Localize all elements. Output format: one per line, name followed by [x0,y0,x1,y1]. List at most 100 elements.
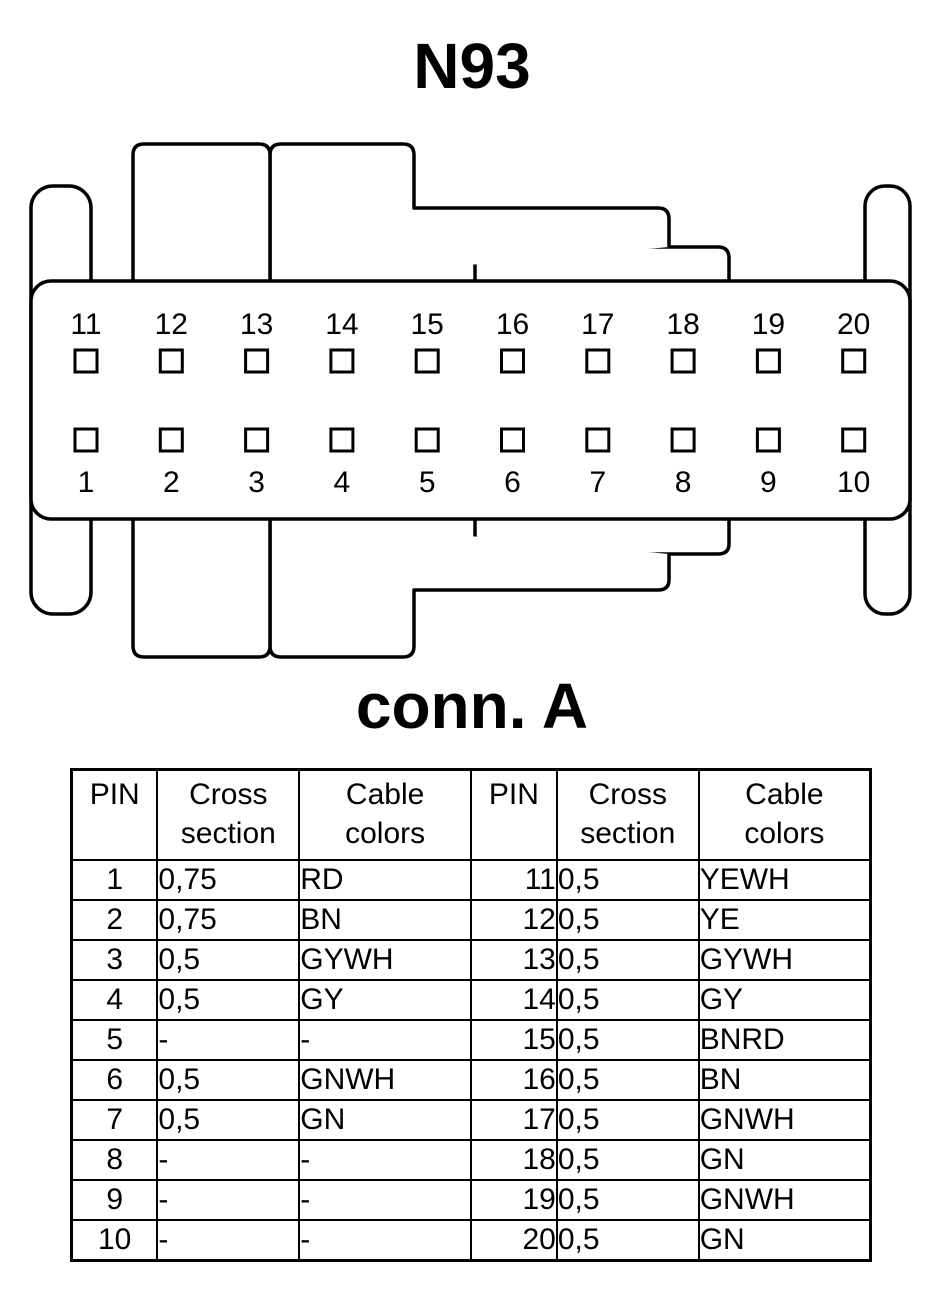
pin-socket [755,427,781,453]
pin-label: 2 [163,466,180,499]
pin-label: 1 [78,466,95,499]
pin-socket [329,348,355,374]
cross-section: 0,5 [555,1099,700,1141]
pin-number: 1 [70,859,159,901]
pin-socket [414,427,440,453]
connector-body [29,279,912,521]
cable-color: GN [697,1219,872,1262]
pin-number: 11 [469,859,558,901]
pin-number: 6 [70,1059,159,1101]
cross-section: 0,5 [555,1139,700,1181]
pin-number: 17 [469,1099,558,1141]
pin-socket [500,348,525,374]
pin-socket [585,427,611,453]
cable-color: GYWH [697,939,872,981]
table-row: 4 0,5 GY 14 0,5 GY [70,979,872,1021]
pin-socket [244,427,270,453]
pin-label: 16 [496,308,529,341]
cross-section: 0,5 [555,979,700,1021]
pin-socket [158,427,184,453]
pin-label: 4 [334,466,351,499]
cross-section: - [156,1019,301,1061]
pin-socket [158,348,184,374]
cross-section: - [156,1219,301,1262]
pin-number: 15 [469,1019,558,1061]
pin-number: 7 [70,1099,159,1141]
pin-label: 12 [155,308,188,341]
top-ridge-step [268,142,671,283]
pin-socket [585,348,611,374]
cross-section: 0,5 [555,1019,700,1061]
cable-color: - [298,1019,472,1061]
cable-color: - [298,1139,472,1181]
pin-socket [73,348,99,374]
table-row: 6 0,5 GNWH 16 0,5 BN [70,1059,872,1101]
pin-socket [670,427,696,453]
pin-number: 14 [469,979,558,1021]
table-row: 10 - - 20 0,5 GN [70,1219,872,1262]
pin-label: 5 [419,466,436,499]
table-row: 5 - - 15 0,5 BNRD [70,1019,872,1061]
table-row: 3 0,5 GYWH 13 0,5 GYWH [70,939,872,981]
cable-color: YE [697,899,872,941]
cross-section: 0,5 [555,859,700,901]
cable-color: GNWH [298,1059,472,1101]
cable-color: - [298,1219,472,1262]
pin-number: 3 [70,939,159,981]
pin-number: 8 [70,1139,159,1181]
bottom-ridge-left [131,518,272,659]
pin-label: 18 [666,308,699,341]
cross-section: 0,5 [555,939,700,981]
pin-number: 12 [469,899,558,941]
pin-label: 3 [248,466,265,499]
pin-number: 13 [469,939,558,981]
cross-section: 0,75 [156,899,301,941]
cross-section: - [156,1139,301,1181]
pin-number: 2 [70,899,159,941]
cable-color: GYWH [298,939,472,981]
table-row: 8 - - 18 0,5 GN [70,1139,872,1181]
cross-section: 0,5 [156,1059,301,1101]
pin-label: 14 [325,308,358,341]
top-ridge-left [131,142,272,283]
header-pin: PIN [469,768,558,861]
component-title: N93 [413,30,531,102]
cross-section: 0,5 [156,979,301,1021]
cross-section: 0,75 [156,859,301,901]
pin-socket [73,427,99,453]
cable-color: BN [697,1059,872,1101]
pin-socket [841,348,867,374]
cross-section: 0,5 [555,899,700,941]
cable-color: - [298,1179,472,1221]
pin-label: 10 [837,466,870,499]
pin-number: 9 [70,1179,159,1221]
table-row: 2 0,75 BN 12 0,5 YE [70,899,872,941]
header-pin: PIN [70,768,159,861]
pin-number: 5 [70,1019,159,1061]
cross-section: 0,5 [156,1099,301,1141]
pin-label: 8 [675,466,692,499]
cross-section: 0,5 [555,1219,700,1262]
table-row: 1 0,75 RD 11 0,5 YEWH [70,859,872,901]
cable-color: GY [298,979,472,1021]
pin-socket [244,348,270,374]
pin-socket [500,427,525,453]
cable-color: BNRD [697,1019,872,1061]
cross-section: 0,5 [156,939,301,981]
connector-name: conn. A [355,670,589,742]
table-row: 7 0,5 GN 17 0,5 GNWH [70,1099,872,1141]
cable-color: RD [298,859,472,901]
cable-color: BN [298,899,472,941]
pin-label: 19 [752,308,785,341]
table-row: 9 - - 19 0,5 GNWH [70,1179,872,1221]
cable-color: GN [298,1099,472,1141]
bottom-ridge-step [268,518,671,659]
pin-number: 19 [469,1179,558,1221]
